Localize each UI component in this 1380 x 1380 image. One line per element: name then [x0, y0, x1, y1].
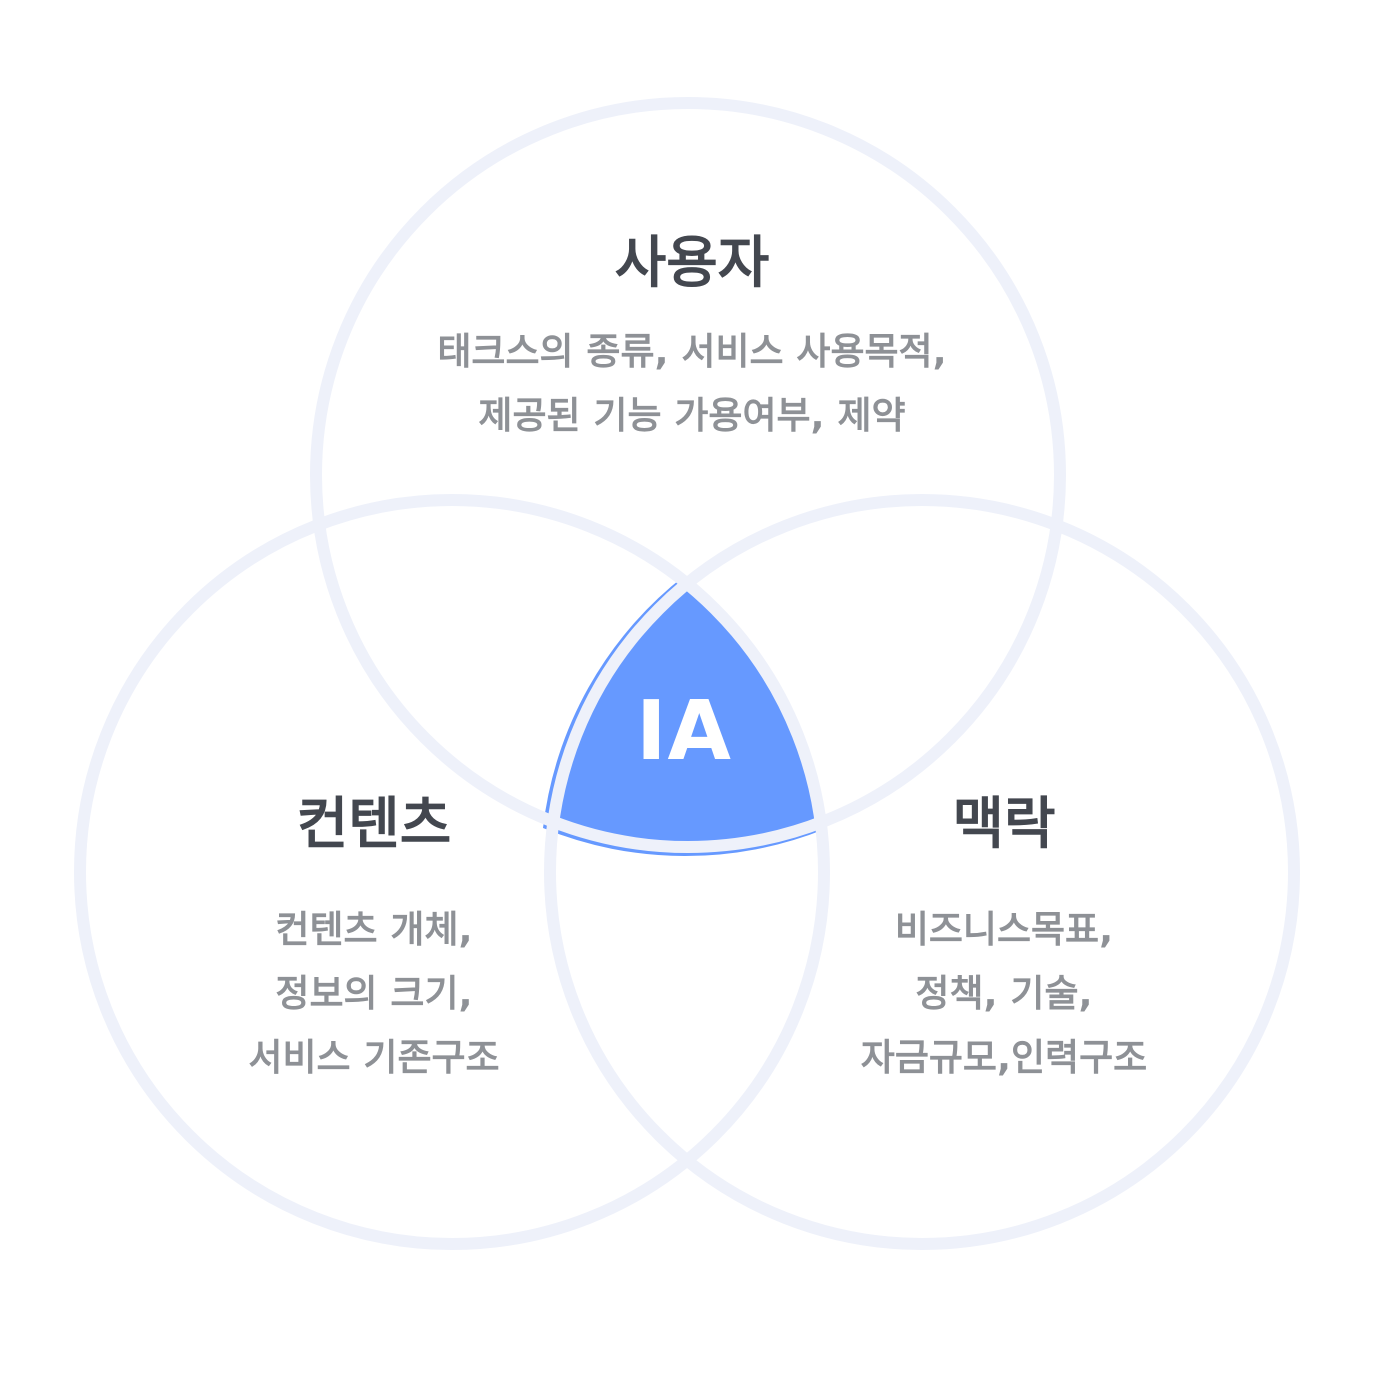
content-description-line: 컨텐츠 개체, — [275, 908, 473, 951]
content-title: 컨텐츠 — [296, 792, 452, 857]
user-description: 태크스의 종류, 서비스 사용목적, 제공된 기능 가용여부, 제약 — [437, 320, 946, 448]
context-description-line: 비즈니스목표, — [894, 908, 1114, 951]
content-description-line: 정보의 크기, — [275, 972, 473, 1015]
content-label-group: 컨텐츠 컨텐츠 개체, 정보의 크기, 서비스 기존구조 — [248, 797, 499, 1090]
context-circle — [544, 494, 1300, 1250]
user-circle — [310, 97, 1066, 853]
context-description-line: 정책, 기술, — [915, 972, 1093, 1015]
context-title: 맥락 — [952, 792, 1056, 857]
context-label-group: 맥락 비즈니스목표, 정책, 기술, 자금규모,인력구조 — [861, 797, 1147, 1090]
user-title: 사용자 — [614, 231, 770, 296]
content-circle — [74, 494, 830, 1250]
content-description: 컨텐츠 개체, 정보의 크기, 서비스 기존구조 — [248, 898, 499, 1090]
user-description-line: 제공된 기능 가용여부, 제약 — [478, 394, 906, 437]
content-description-line: 서비스 기존구조 — [248, 1036, 500, 1079]
user-label-group: 사용자 태크스의 종류, 서비스 사용목적, 제공된 기능 가용여부, 제약 — [437, 236, 946, 448]
user-description-line: 태크스의 종류, 서비스 사용목적, — [437, 330, 947, 373]
center-label: IA — [636, 684, 732, 779]
center-intersection-region — [543, 576, 825, 857]
context-description-line: 자금규모,인력구조 — [860, 1036, 1148, 1079]
context-description: 비즈니스목표, 정책, 기술, 자금규모,인력구조 — [861, 898, 1147, 1090]
